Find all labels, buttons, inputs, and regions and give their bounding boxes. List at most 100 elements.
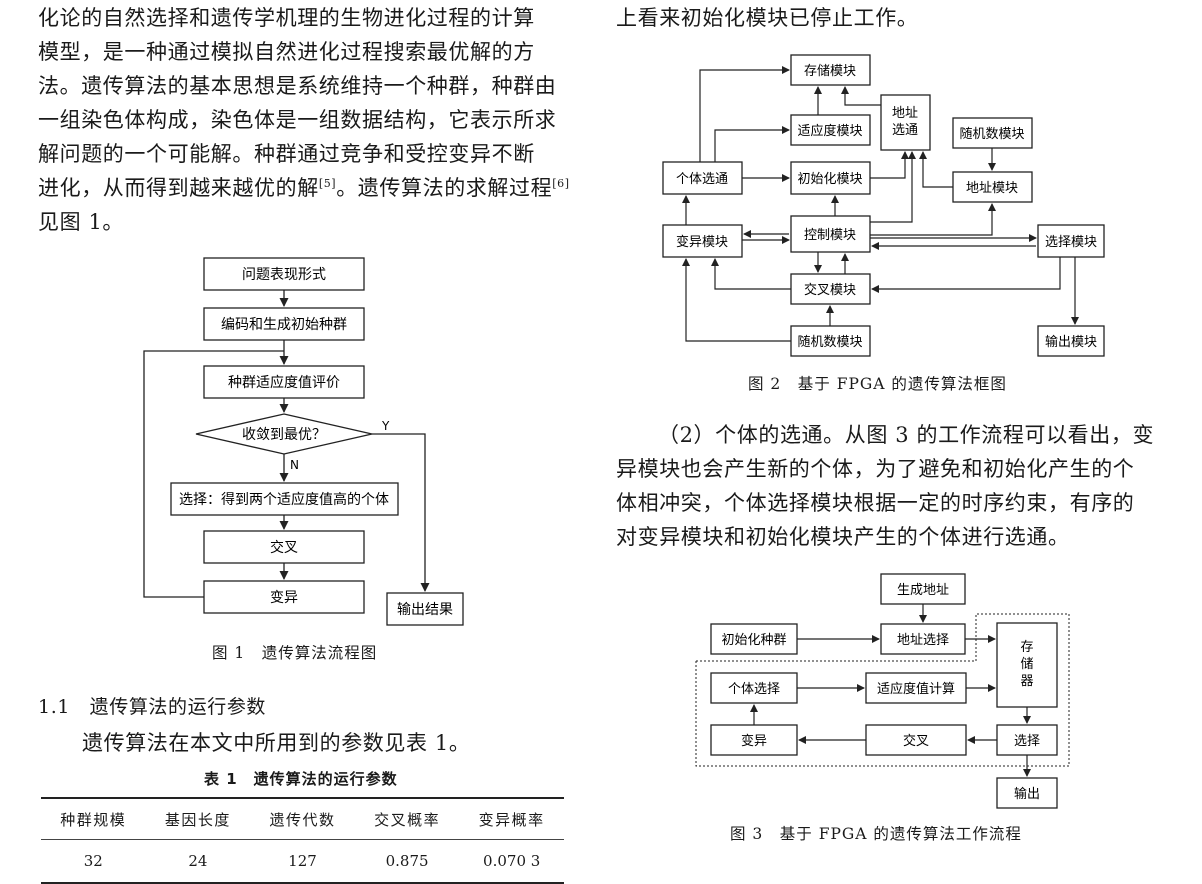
paragraph-line: 异模块也会产生新的个体，为了避免和初始化产生的个 [616, 457, 1135, 481]
text-run: 进化，从而得到越来越优的解 [38, 176, 319, 200]
table-header: 种群规模 [41, 797, 146, 840]
fig2-box-control [790, 215, 871, 253]
left-column: 化论的自然选择和遗传学机理的生物进化过程的计算 模型，是一种通过模拟自然进化过程… [38, 0, 578, 239]
figure-1-flowchart: 问题表现形式 编码和生成初始种群 种群适应度值评价 收敛到最优？ 选择：得到两个… [143, 257, 464, 626]
fig3-box-mutate [710, 724, 798, 756]
table-header: 基因长度 [145, 797, 251, 840]
citation-ref[interactable]: [6] [552, 177, 570, 190]
fig2-box-rng-bottom [790, 325, 871, 357]
fig2-label-selection: 选择模块 [1045, 235, 1097, 250]
section-heading: 1.1 遗传算法的运行参数 [38, 696, 267, 718]
fig3-box-gen-addr [880, 573, 966, 605]
paragraph-line: 见图 1。 [38, 210, 125, 234]
fig3-caption: 图 3 基于 FPGA 的遗传算法工作流程 [730, 825, 1022, 843]
fig2-box-crossover [790, 273, 871, 305]
fig3-label-fitness-calc: 适应度值计算 [877, 681, 955, 697]
fig1-label-crossover: 交叉 [270, 539, 298, 556]
fig2-label-addr-select-1: 地址 [892, 106, 918, 121]
fig1-label-select: 选择：得到两个适应度值高的个体 [179, 491, 389, 508]
fig2-label-storage: 存储模块 [804, 64, 856, 79]
paragraph-line: 解问题的一个可能解。种群通过竞争和受控变异不断 [38, 142, 535, 166]
table-header: 变异概率 [459, 797, 564, 840]
paragraph-line: 法。遗传算法的基本思想是系统维持一个种群，种群由 [38, 74, 557, 98]
fig2-box-address [952, 171, 1033, 203]
table-cell: 32 [41, 839, 146, 884]
fig1-label-output: 输出结果 [397, 602, 453, 618]
fig3-label-addr-select: 地址选择 [897, 633, 949, 648]
fig1-box-crossover [203, 530, 365, 564]
fig2-box-output [1037, 325, 1105, 357]
fig1-box-output [386, 592, 464, 626]
fig1-label-mutate: 变异 [270, 590, 298, 606]
citation-ref[interactable]: [5] [318, 177, 337, 190]
right-paragraph: （2）个体的选通。从图 3 的工作流程可以看出，变 异模块也会产生新的个体，为了… [616, 418, 1176, 554]
fig3-box-indiv-select [710, 672, 798, 704]
table-header: 交叉概率 [354, 797, 460, 840]
fig1-box-encode [203, 307, 365, 341]
right-column: （2）个体的选通。从图 3 的工作流程可以看出，变 异模块也会产生新的个体，为了… [616, 418, 1176, 554]
fig3-box-memory [996, 622, 1058, 708]
table-cell: 127 [250, 839, 355, 884]
fig1-label-problem: 问题表现形式 [242, 267, 326, 283]
table-1: 种群规模 基因长度 遗传代数 交叉概率 变异概率 32 24 127 0.875… [41, 797, 564, 884]
paragraph-line: 对变异模块和初始化模块产生的个体进行选通。 [616, 525, 1070, 549]
table-cell: 0.875 [354, 839, 460, 884]
table-cell: 24 [145, 839, 251, 884]
fig3-box-output [996, 777, 1058, 809]
fig3-box-crossover [865, 724, 967, 756]
fig3-label-output: 输出 [1014, 786, 1040, 802]
fig3-label-memory-1: 存 [1020, 640, 1033, 655]
table-1-title: 表 1 遗传算法的运行参数 [204, 770, 398, 788]
fig2-label-individual: 个体选通 [676, 172, 728, 187]
fig1-box-eval [203, 365, 365, 399]
fig2-label-addr-select-2: 选通 [892, 123, 918, 138]
fig2-box-fitness [790, 114, 871, 146]
section-text: 遗传算法在本文中所用到的参数见表 1。 [82, 731, 471, 755]
fig1-no-label: N [290, 458, 299, 472]
paragraph-line: 体相冲突，个体选择模块根据一定的时序约束，有序的 [616, 491, 1135, 515]
table-cell: 0.070 3 [459, 839, 564, 884]
fig2-box-individual [662, 161, 743, 195]
text-run: 。遗传算法的求解过程 [336, 176, 553, 200]
fig2-caption: 图 2 基于 FPGA 的遗传算法框图 [748, 375, 1007, 393]
paragraph-line: 模型，是一种通过模拟自然进化过程搜索最优解的方 [38, 40, 535, 64]
right-top-line: 上看来初始化模块已停止工作。 [616, 6, 919, 30]
fig3-label-crossover: 交叉 [903, 733, 929, 749]
fig2-label-crossover: 交叉模块 [804, 282, 856, 298]
fig2-label-rng-top: 随机数模块 [959, 127, 1024, 142]
fig1-label-encode: 编码和生成初始种群 [221, 316, 347, 333]
figure-2-block-diagram: 存储模块 适应度模块 地址 选通 随机数模块 个体选通 初始化模块 地址模块 变… [662, 54, 1105, 357]
fig1-label-eval: 种群适应度值评价 [228, 374, 340, 391]
fig3-label-init-pop: 初始化种群 [721, 633, 786, 648]
fig3-label-mutate: 变异 [741, 733, 767, 749]
table-header: 遗传代数 [250, 797, 355, 840]
fig3-label-indiv-select: 个体选择 [728, 682, 780, 697]
table-header-row: 种群规模 基因长度 遗传代数 交叉概率 变异概率 [41, 797, 564, 840]
fig1-caption: 图 1 遗传算法流程图 [212, 644, 378, 662]
fig1-label-converge: 收敛到最优？ [242, 427, 326, 443]
fig2-label-init: 初始化模块 [797, 172, 862, 187]
figure-3-workflow: 生成地址 初始化种群 地址选择 存 储 器 个体选择 适应度值计算 变异 交叉 … [695, 573, 1070, 809]
fig3-label-select: 选择 [1014, 734, 1040, 749]
fig2-label-rng-bottom: 随机数模块 [797, 335, 862, 350]
paragraph-line: 进化，从而得到越来越优的解[5]。遗传算法的求解过程[6] [38, 176, 570, 200]
fig2-label-mutation: 变异模块 [676, 234, 728, 250]
fig3-label-gen-addr: 生成地址 [897, 583, 949, 598]
fig3-label-memory-2: 储 [1020, 657, 1033, 672]
fig2-box-selection [1037, 224, 1105, 258]
fig3-label-memory-3: 器 [1020, 674, 1033, 689]
fig2-label-output: 输出模块 [1045, 334, 1097, 350]
fig2-box-storage [790, 54, 871, 86]
fig3-box-fitness-calc [865, 672, 967, 704]
paragraph-line: （2）个体的选通。从图 3 的工作流程可以看出，变 [658, 423, 1155, 447]
fig2-box-addr-select [880, 94, 931, 151]
fig2-box-mutation [662, 224, 743, 258]
table-row: 32 24 127 0.875 0.070 3 [41, 839, 564, 884]
fig2-label-fitness: 适应度模块 [797, 123, 862, 139]
paragraph-line: 化论的自然选择和遗传学机理的生物进化过程的计算 [38, 6, 535, 30]
fig2-label-control: 控制模块 [804, 228, 856, 243]
fig1-yes-label: Y [381, 419, 390, 433]
paragraph-line: 一组染色体构成，染色体是一组数据结构，它表示所求 [38, 108, 557, 132]
fig3-dotted-boundary [695, 613, 1070, 767]
fig2-label-address: 地址模块 [966, 181, 1018, 196]
